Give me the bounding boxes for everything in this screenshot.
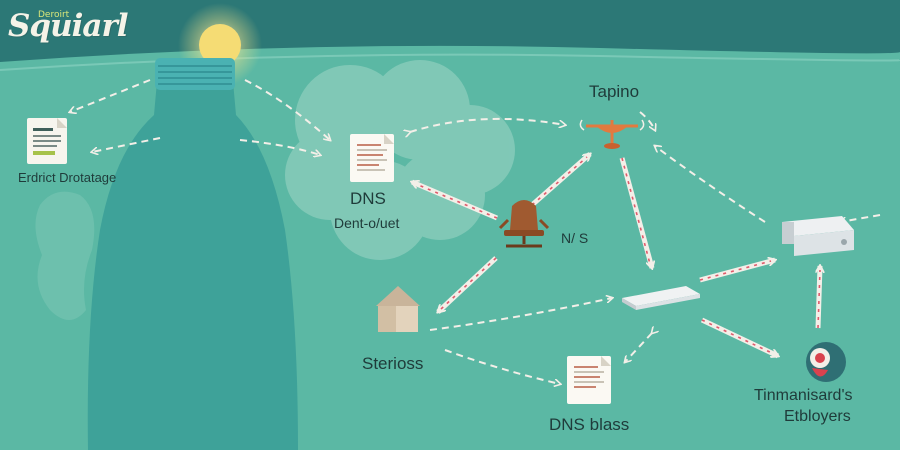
- person-icon: [806, 342, 846, 382]
- router-icon: [622, 286, 700, 310]
- label-sterioss: Sterioss: [362, 354, 424, 373]
- arrow-house-router: [429, 298, 612, 331]
- label-users-line1: Tinmanisard's: [754, 387, 853, 404]
- label-dns-blass: DNS blass: [549, 415, 630, 434]
- arrow-bottle-to-dns-2: [239, 139, 320, 155]
- logo-tagline: Deroirt: [38, 10, 70, 20]
- label-tapino: Tapino: [589, 82, 640, 101]
- label-ns: N/ S: [561, 230, 589, 246]
- server-icon: [782, 216, 854, 256]
- cloud-shape: [285, 60, 515, 260]
- scale-icon: [579, 119, 645, 149]
- label-doc-topleft: Erdrict Drotatage: [18, 170, 117, 185]
- document-icon: [350, 134, 394, 182]
- bottle-icon: [87, 58, 298, 450]
- sun-icon: [199, 24, 241, 66]
- pink-connectors: [412, 152, 820, 359]
- arrow-router-dnsblass: [625, 333, 652, 362]
- arrow-house-dnsblass: [444, 349, 560, 384]
- document-icon: [27, 118, 67, 164]
- chair-icon: [498, 200, 550, 248]
- arrow-server-tapino: [655, 146, 766, 223]
- arrow-tapino-extra: [639, 111, 655, 130]
- arrow-bottle-to-dns: [244, 79, 330, 140]
- label-users-line2: Etbloyers: [784, 408, 851, 425]
- house-icon: [376, 286, 420, 332]
- connector-lines: [70, 79, 881, 384]
- arrow-right-edge: [840, 214, 881, 222]
- arrow-dns-tapino: [410, 117, 565, 132]
- label-dns-sub: Dent-o/uet: [334, 215, 400, 231]
- document-icon: [567, 356, 611, 404]
- arrow-bottle-to-doc: [70, 79, 151, 112]
- label-dns: DNS: [350, 189, 386, 208]
- blob-shape: [35, 191, 95, 320]
- logo-wordmark: Squiarl: [8, 8, 129, 44]
